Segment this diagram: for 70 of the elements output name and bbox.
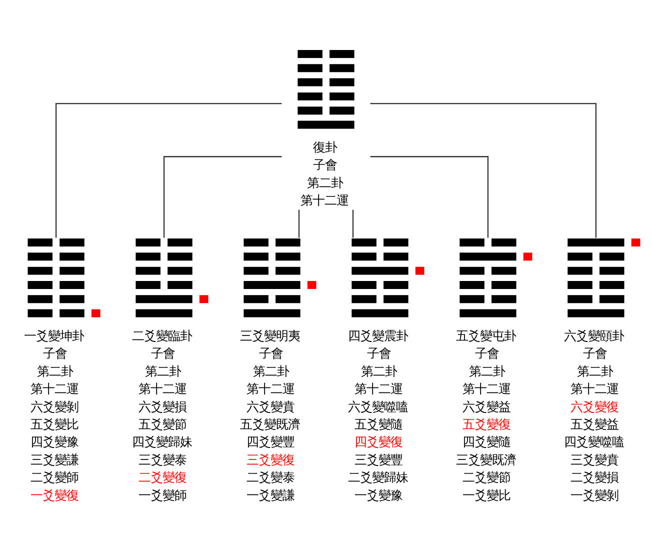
node-label: 五爻變屯卦: [456, 328, 516, 344]
node-label: 子會: [259, 346, 284, 361]
node-label: 第十二運: [570, 381, 618, 396]
node-label: 二爻變臨卦: [132, 328, 192, 344]
connector: [298, 210, 300, 238]
node-label: 子會: [367, 346, 392, 361]
node-label: 五爻變節: [138, 416, 186, 432]
node-label: 三爻變謙: [30, 452, 78, 467]
node-label: 一爻變比: [462, 487, 510, 502]
node-label: 二爻變師: [30, 470, 78, 485]
node-label: 第二卦: [468, 363, 505, 378]
node-label: 四爻變震卦: [348, 328, 408, 344]
node-label: 三爻變既濟: [456, 452, 516, 467]
node-label: 一爻變剝: [570, 487, 618, 502]
connector: [55, 102, 282, 238]
node-label: 一爻變謙: [246, 487, 294, 502]
node-label: 子會: [151, 346, 176, 361]
node-label: 子會: [475, 346, 500, 361]
node-label: 第二卦: [37, 363, 74, 378]
node-label: 子會: [43, 346, 68, 361]
node-label: 三爻變賁: [570, 452, 618, 467]
node-label: 三爻變復: [246, 452, 294, 467]
node-label: 六爻變剝: [30, 398, 78, 414]
node-label: 子會: [313, 157, 338, 172]
node-label: 一爻變坤卦: [24, 328, 84, 344]
node-label: 子會: [583, 346, 608, 361]
node-label: 第十二運: [246, 381, 294, 396]
node-label: 一爻變復: [30, 487, 78, 502]
node-label: 五爻變既濟: [240, 416, 300, 432]
node-label: 復卦: [313, 140, 338, 154]
node-label: 二爻變歸妹: [348, 470, 408, 485]
node-label: 四爻變復: [354, 434, 402, 450]
node-label: 二爻變損: [570, 470, 618, 485]
node-label: 三爻變明夷: [240, 328, 300, 344]
node-label: 四爻變隨: [462, 434, 510, 450]
node-label: 五爻變隨: [354, 416, 402, 432]
node-label: 第十二運: [30, 381, 78, 396]
node-label: 六爻變賁: [246, 398, 294, 414]
node-label: 第二卦: [306, 174, 343, 190]
node-label: 第十二運: [462, 381, 510, 396]
node-label: 二爻變復: [138, 470, 186, 485]
node-label: 六爻變噬嗑: [348, 398, 408, 414]
connector: [163, 156, 282, 238]
connector: [352, 210, 354, 238]
node-label: 三爻變泰: [138, 452, 186, 467]
node-label: 第二卦: [145, 363, 182, 378]
connector: [370, 156, 489, 238]
node-label: 一爻變師: [138, 487, 186, 502]
node-label: 四爻變歸妹: [132, 434, 192, 450]
node-label: 第二卦: [252, 363, 289, 378]
node-label: 第十二運: [138, 381, 186, 396]
node-label: 第二卦: [576, 363, 613, 378]
node-label: 五爻變復: [462, 416, 510, 432]
node-label: 六爻變頤卦: [564, 328, 624, 344]
node-label: 第十二運: [354, 381, 402, 396]
node-label: 第二卦: [360, 363, 397, 378]
node-label: 二爻變泰: [246, 470, 294, 485]
node-label: 四爻變豫: [30, 434, 78, 450]
node-label: 五爻變比: [30, 416, 78, 432]
node-label: 三爻變豐: [354, 452, 402, 467]
node-label: 四爻變豐: [246, 434, 294, 450]
node-label: 五爻變益: [570, 416, 618, 432]
node-label: 六爻變益: [462, 398, 510, 414]
node-label: 二爻變節: [462, 470, 510, 485]
connector: [370, 102, 597, 238]
node-label: 六爻變損: [138, 398, 186, 414]
node-label: 四爻變噬嗑: [564, 434, 624, 450]
node-label: 六爻變復: [570, 398, 618, 414]
node-label: 第十二運: [300, 192, 348, 208]
node-label: 一爻變豫: [354, 487, 402, 502]
